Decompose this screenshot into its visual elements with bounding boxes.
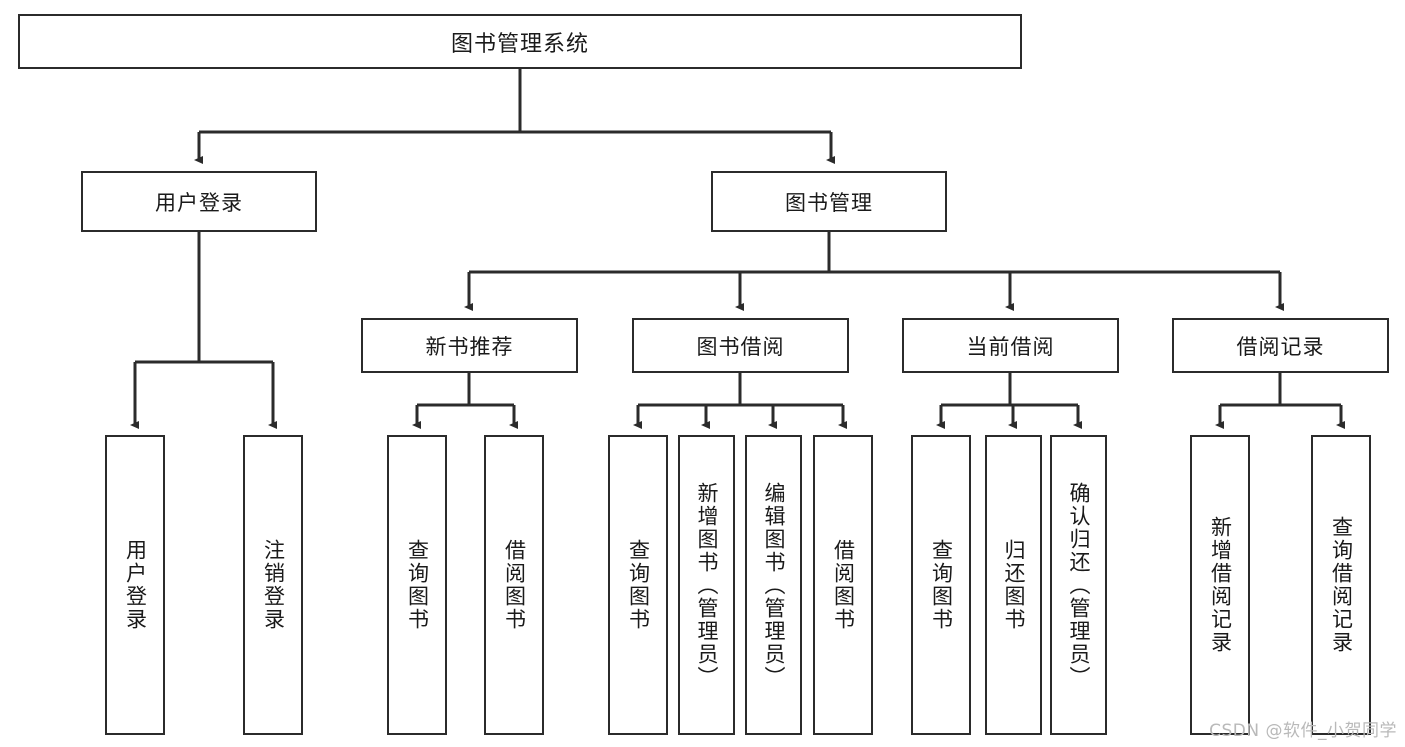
node-label: 确认归还（管理员） (1067, 481, 1091, 689)
leaf-edit-book-admin[interactable]: 编辑图书（管理员） (745, 435, 802, 735)
node-label: 借阅图书 (831, 539, 856, 631)
level2-to-level3-links (464, 232, 1284, 311)
node-label: 借阅图书 (502, 539, 527, 631)
node-label: 查询图书 (405, 539, 430, 631)
node-borrow-record[interactable]: 借阅记录 (1172, 318, 1389, 373)
node-label: 图书管理系统 (450, 31, 589, 57)
node-current-borrow[interactable]: 当前借阅 (902, 318, 1119, 373)
node-label: 注销登录 (261, 539, 286, 631)
leaf-add-borrow-record[interactable]: 新增借阅记录 (1190, 435, 1250, 735)
node-label: 归还图书 (1002, 539, 1026, 631)
leaf-query-book-borrow[interactable]: 查询图书 (608, 435, 668, 735)
leaf-confirm-return-admin[interactable]: 确认归还（管理员） (1050, 435, 1107, 735)
node-label: 新增借阅记录 (1208, 516, 1233, 654)
node-label: 用户登录 (155, 190, 243, 215)
node-label: 新书推荐 (425, 334, 514, 359)
leaf-borrow-book[interactable]: 借阅图书 (813, 435, 873, 735)
node-label: 查询图书 (626, 539, 651, 631)
leaf-query-book-recommend[interactable]: 查询图书 (387, 435, 447, 735)
leaf-user-login[interactable]: 用户登录 (105, 435, 165, 735)
leaf-return-book[interactable]: 归还图书 (985, 435, 1042, 735)
root-to-level2-links (194, 69, 835, 164)
node-label: 新增图书（管理员） (695, 481, 719, 689)
leaf-borrow-book-recommend[interactable]: 借阅图书 (484, 435, 544, 735)
newbook-children-links (412, 373, 518, 429)
node-label: 编辑图书（管理员） (762, 481, 786, 689)
leaf-query-book-current[interactable]: 查询图书 (911, 435, 971, 735)
watermark-text: CSDN @软件_小贺同学 (1209, 721, 1397, 741)
node-book-borrow[interactable]: 图书借阅 (632, 318, 849, 373)
borrow-children-links (633, 373, 847, 429)
node-label: 当前借阅 (966, 334, 1055, 359)
leaf-logout[interactable]: 注销登录 (243, 435, 303, 735)
node-label: 图书借阅 (696, 334, 785, 359)
node-label: 图书管理 (785, 190, 873, 215)
record-children-links (1215, 373, 1345, 429)
login-children-links (130, 232, 277, 429)
node-new-book-recommend[interactable]: 新书推荐 (361, 318, 578, 373)
leaf-query-borrow-record[interactable]: 查询借阅记录 (1311, 435, 1371, 735)
leaf-add-book-admin[interactable]: 新增图书（管理员） (678, 435, 735, 735)
node-book-management[interactable]: 图书管理 (711, 171, 947, 232)
node-label: 查询借阅记录 (1329, 516, 1354, 654)
node-label: 用户登录 (123, 539, 148, 631)
node-label: 借阅记录 (1236, 334, 1325, 359)
current-children-links (936, 373, 1082, 429)
node-label: 查询图书 (929, 539, 954, 631)
node-user-login[interactable]: 用户登录 (81, 171, 317, 232)
node-root-system[interactable]: 图书管理系统 (18, 14, 1022, 69)
